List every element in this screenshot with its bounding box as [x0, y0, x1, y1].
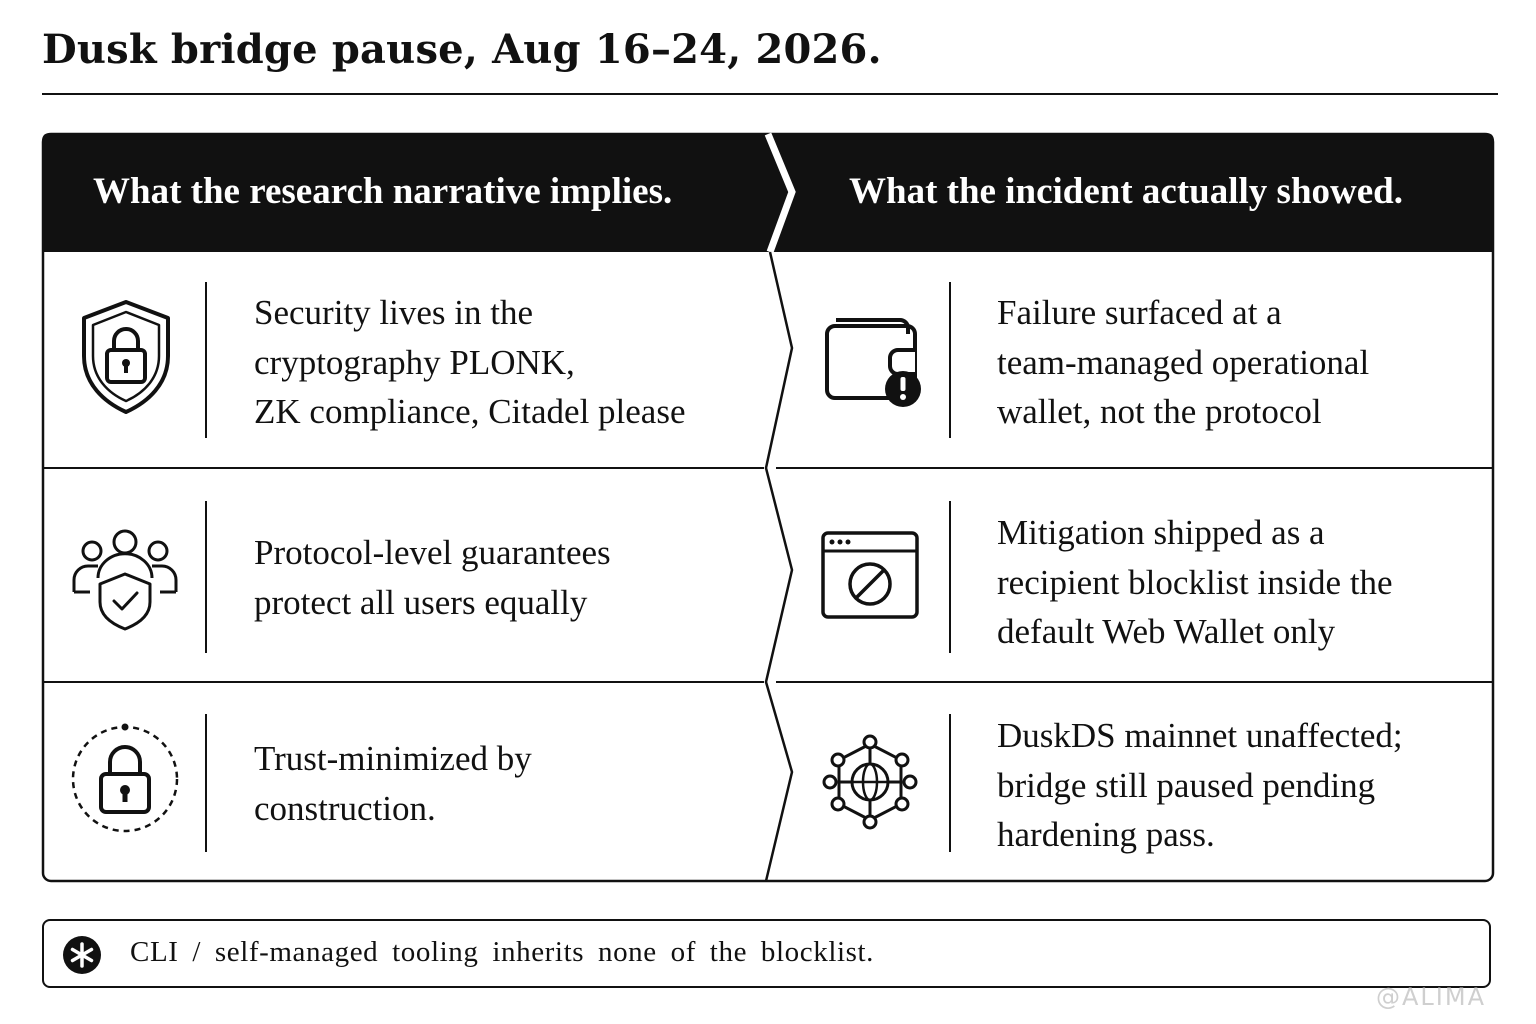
- wallet-alert-icon: [825, 318, 921, 407]
- watermark: @ALIMA: [1376, 983, 1486, 1011]
- row2-left-text: Protocol-level guarantees protect all us…: [254, 528, 611, 627]
- padlock-circle-icon: [71, 723, 179, 833]
- text-line: recipient blocklist inside the: [997, 562, 1393, 602]
- row2-right-text: Mitigation shipped as a recipient blockl…: [997, 508, 1393, 657]
- asterisk-badge-icon: [63, 936, 101, 974]
- text-line: cryptography PLONK,: [254, 342, 575, 382]
- text-line: DuskDS mainnet unaffected;: [997, 716, 1403, 755]
- text-line: default Web Wallet only: [997, 612, 1336, 651]
- text-line: Failure surfaced at a: [997, 293, 1282, 332]
- text-line: bridge still paused pending: [997, 765, 1376, 805]
- text-line: wallet, not the protocol: [997, 392, 1322, 431]
- row3-left-divider: [205, 714, 207, 852]
- browser-blocked-icon: [821, 531, 919, 619]
- text-line: ZK compliance, Citadel please: [254, 392, 686, 431]
- title-divider: [42, 93, 1498, 95]
- left-column-header: What the research narrative implies.: [93, 171, 673, 212]
- globe-network-icon: [822, 734, 918, 830]
- row1-left-divider: [205, 282, 207, 438]
- shield-lock-icon: [82, 300, 170, 414]
- row3-left-text: Trust-minimized by construction.: [254, 734, 532, 833]
- text-line: Mitigation shipped as a: [997, 513, 1325, 552]
- text-line: Trust-minimized by: [254, 739, 532, 778]
- row1-right-text: Failure surfaced at a team-managed opera…: [997, 288, 1369, 437]
- row2-left-divider: [205, 501, 207, 653]
- row3-right-text: DuskDS mainnet unaffected; bridge still …: [997, 711, 1403, 860]
- page-title: Dusk bridge pause, Aug 16–24, 2026.: [42, 26, 882, 73]
- text-line: protect all users equally: [254, 582, 588, 622]
- text-line: construction.: [254, 788, 436, 828]
- text-line: hardening pass.: [997, 815, 1215, 854]
- text-line: team-managed operational: [997, 342, 1370, 382]
- row3-right-divider: [949, 714, 951, 852]
- text-line: Security lives in the: [254, 293, 533, 332]
- text-line: Protocol-level guarantees: [254, 533, 611, 572]
- row1-left-text: Security lives in the cryptography PLONK…: [254, 288, 686, 437]
- right-column-header: What the incident actually showed.: [849, 171, 1404, 212]
- row1-right-divider: [949, 282, 951, 438]
- footnote-text: CLI / self-managed tooling inherits none…: [130, 936, 875, 968]
- users-shield-icon: [72, 529, 178, 631]
- row2-right-divider: [949, 501, 951, 653]
- footnote-box: [42, 919, 1491, 988]
